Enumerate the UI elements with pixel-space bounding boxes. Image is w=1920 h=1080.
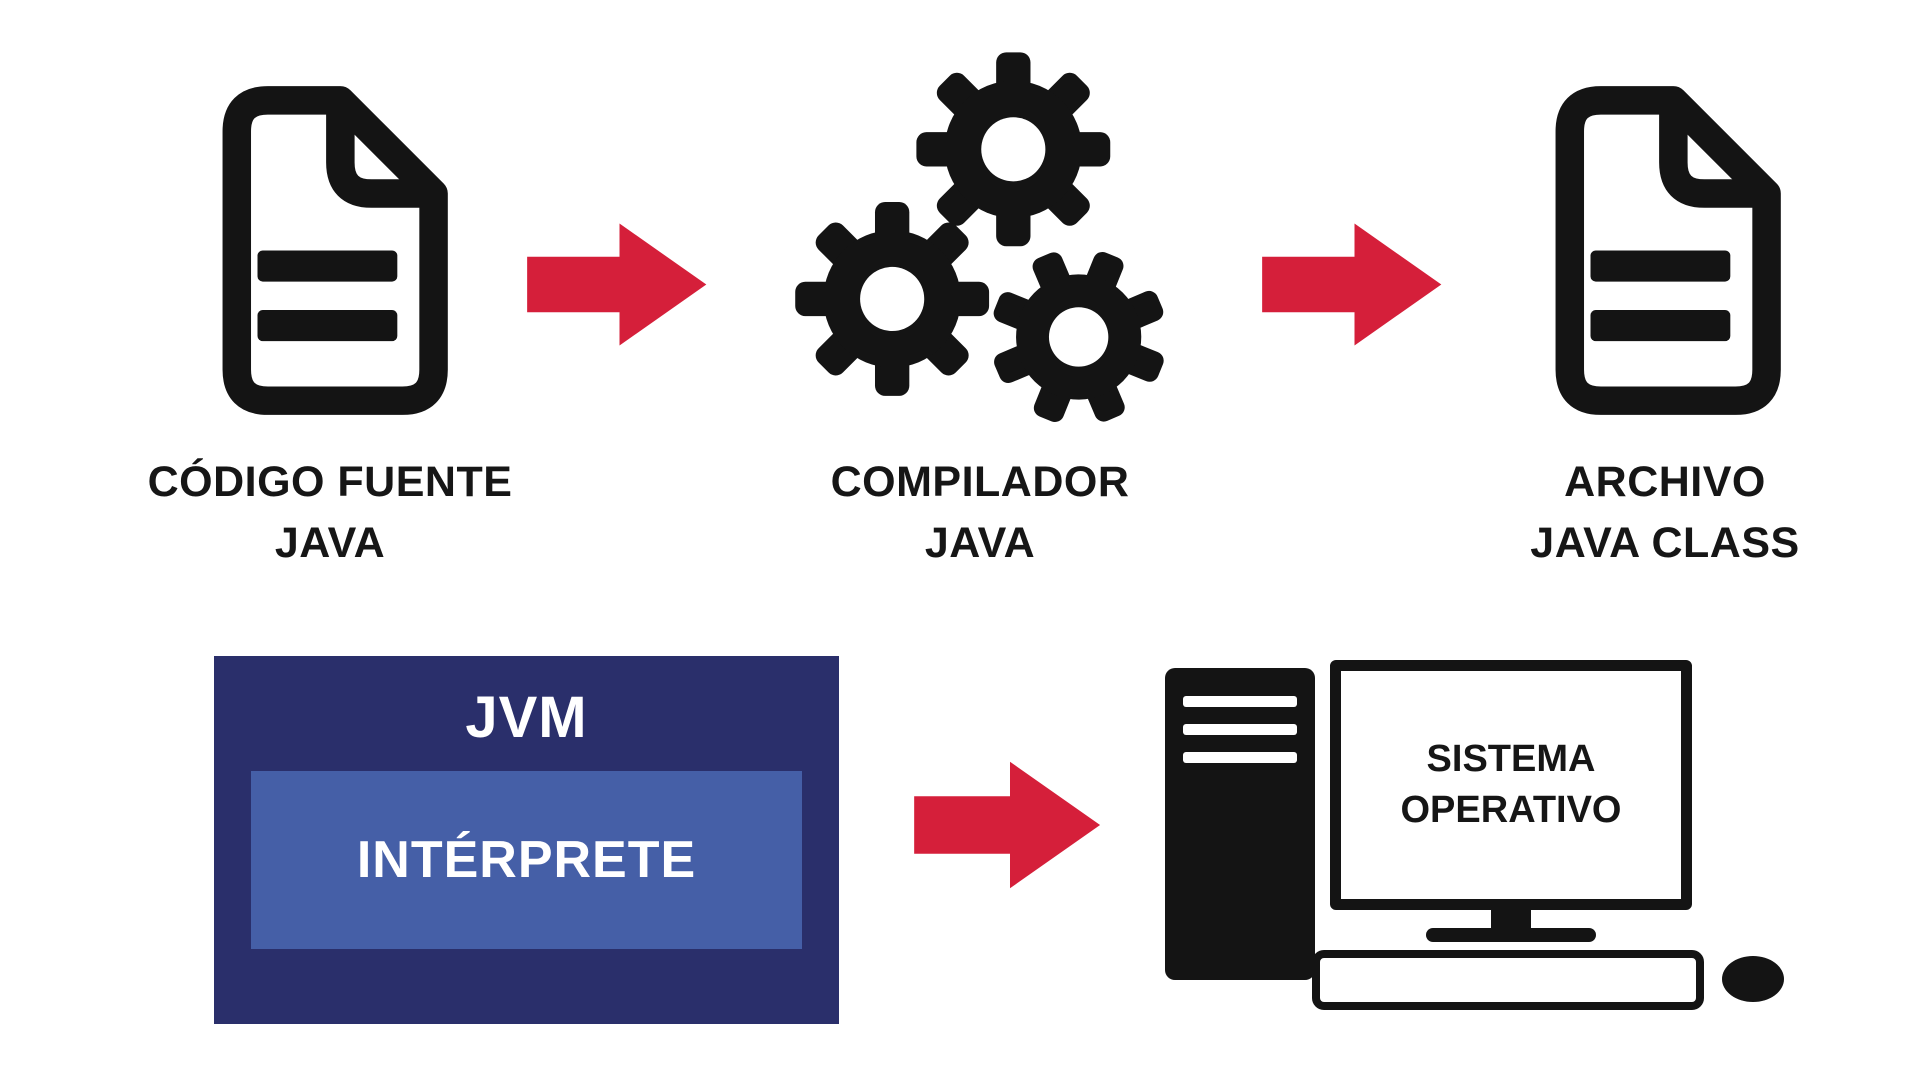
class-file-label-line1: ARCHIVO bbox=[1564, 458, 1766, 506]
monitor-base bbox=[1426, 928, 1596, 942]
source-code-label-line2: JAVA bbox=[274, 519, 386, 568]
document-icon bbox=[185, 78, 475, 423]
jvm-box: JVM INTÉRPRETE bbox=[214, 656, 839, 1024]
operating-system-label-line1: SISTEMA bbox=[1426, 737, 1596, 780]
document-icon bbox=[1518, 78, 1808, 423]
jvm-interpreter-label: INTÉRPRETE bbox=[356, 831, 697, 889]
compiler-label-line1: COMPILADOR bbox=[830, 458, 1130, 506]
jvm-title: JVM bbox=[465, 685, 588, 750]
arrow-right-icon bbox=[527, 223, 707, 346]
computer-tower-icon bbox=[1165, 668, 1315, 980]
operating-system-label-line2: OPERATIVO bbox=[1400, 789, 1622, 831]
compiler-label: COMPILADOR JAVA bbox=[730, 452, 1230, 574]
mouse-icon bbox=[1722, 956, 1784, 1002]
tower-vent bbox=[1183, 724, 1297, 735]
operating-system-label: SISTEMA OPERATIVO bbox=[1401, 734, 1622, 837]
compiler-label-line2: JAVA bbox=[924, 519, 1036, 568]
tower-vent bbox=[1183, 752, 1297, 763]
class-file-label-line2: JAVA CLASS bbox=[1530, 519, 1800, 568]
keyboard-icon bbox=[1312, 950, 1704, 1010]
arrow-right-icon bbox=[914, 761, 1101, 889]
source-code-label-line1: CÓDIGO FUENTE bbox=[147, 458, 513, 506]
source-code-label: CÓDIGO FUENTE JAVA bbox=[90, 452, 570, 574]
arrow-right-icon bbox=[1262, 223, 1442, 346]
jvm-interpreter-box: INTÉRPRETE bbox=[251, 771, 802, 949]
class-file-label: ARCHIVO JAVA CLASS bbox=[1415, 452, 1915, 574]
gears-icon bbox=[795, 52, 1182, 434]
monitor-icon: SISTEMA OPERATIVO bbox=[1330, 660, 1692, 910]
tower-vent bbox=[1183, 696, 1297, 707]
